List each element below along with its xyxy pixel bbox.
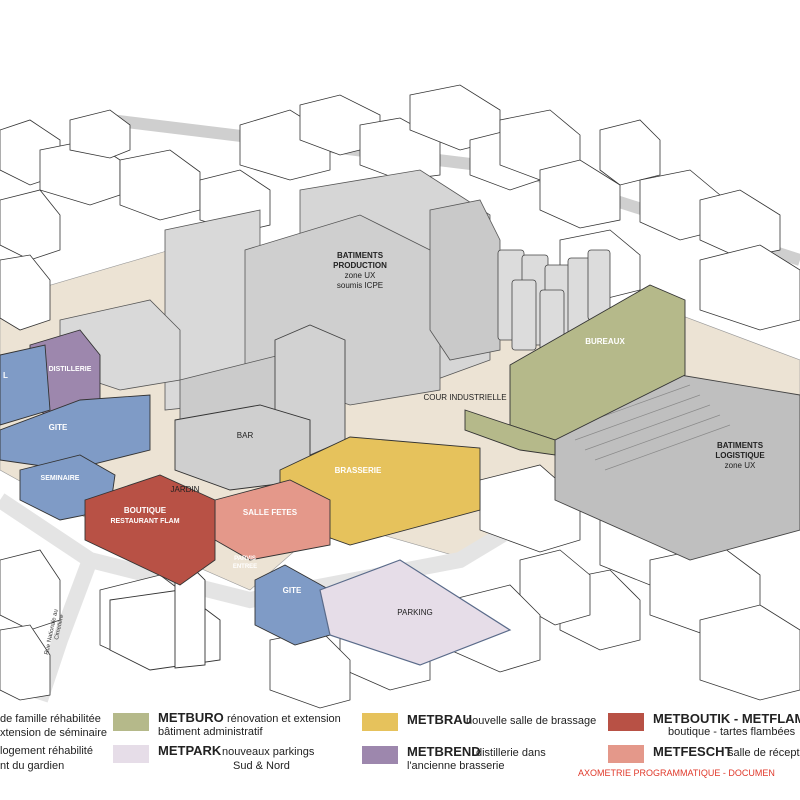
legend-desc-metpark-1: nouveaux parkings [222, 746, 315, 758]
legend-gite-desc-2: xtension de séminaire [0, 727, 108, 739]
label-boutique-1: BOUTIQUE [124, 506, 167, 515]
legend-desc-metburo-2: bâtiment administratif [158, 726, 263, 738]
silos [497, 249, 611, 361]
label-batiments-production-2: PRODUCTION [333, 261, 387, 270]
label-batiments-production-3: zone UX [345, 271, 376, 280]
legend-desc-metpark-2: Sud & Nord [233, 760, 290, 772]
label-bar: BAR [237, 431, 254, 440]
gite-left-building [0, 344, 51, 426]
label-seminaire: SEMINAIRE [41, 475, 80, 482]
church [109, 564, 221, 671]
legend-desc-metburo-1: rénovation et extension [227, 713, 341, 725]
caption: AXOMETRIE PROGRAMMATIQUE - DOCUMEN [578, 768, 775, 778]
legend-gite-desc-1: de famille réhabilitée [0, 713, 101, 725]
legend-desc-metfescht: salle de récept [728, 747, 800, 759]
label-batiments-production-1: BATIMENTS [337, 251, 384, 260]
legend-code-metburo: METBURO [158, 710, 224, 725]
industrial-buildings [59, 169, 501, 471]
label-logistique-3: zone UX [725, 461, 756, 470]
legend: de famille réhabilitée xtension de sémin… [0, 700, 800, 800]
label-bureaux: BUREAUX [585, 337, 625, 346]
gite-building [0, 394, 151, 471]
bureaux-wing [464, 409, 556, 456]
label-parvis-1: PARVIS [234, 556, 256, 562]
legend-desc-metboutik: boutique - tartes flambées [668, 726, 796, 738]
legend-code-metpark: METPARK [158, 743, 222, 758]
legend-desc-metbrend-1: distillerie dans [476, 747, 546, 759]
label-boutique-2: RESTAURANT FLAM [110, 518, 179, 525]
label-parking: PARKING [397, 608, 432, 617]
legend-desc-metbrend-2: l'ancienne brasserie [407, 760, 505, 772]
legend-swatch-metfescht [608, 745, 644, 763]
legend-code-metbrau: METBRAU [407, 712, 472, 727]
label-parvis-2: ENTREE [233, 564, 257, 570]
label-logistique-2: LOGISTIQUE [715, 451, 765, 460]
street-label-2: Cimetière [54, 613, 65, 640]
legend-swatch-metboutik [608, 713, 644, 731]
label-jardin: JARDIN [171, 485, 200, 494]
label-gite: GITE [49, 423, 68, 432]
label-batiments-production-4: soumis ICPE [337, 281, 383, 290]
legend-logement-desc-1: logement réhabilité [0, 745, 93, 757]
gite-bottom-building [254, 564, 331, 646]
legend-swatch-metpark [113, 745, 149, 763]
legend-code-metfescht: METFESCHT [653, 744, 733, 759]
label-brasserie: BRASSERIE [335, 466, 382, 475]
legend-code-metbrend: METBREND [407, 744, 481, 759]
label-gite-bottom: GITE [283, 586, 302, 595]
legend-swatch-metbrend [362, 746, 398, 764]
label-cour-industrielle: COUR INDUSTRIELLE [423, 393, 506, 402]
legend-code-metboutik: METBOUTIK - METFLAMS [653, 711, 800, 726]
label-salle-fetes: SALLE FETES [243, 508, 298, 517]
road-south [0, 493, 565, 609]
legend-desc-metbrau: nouvelle salle de brassage [466, 715, 597, 727]
legend-swatch-metbrau [362, 713, 398, 731]
label-gite-left-partial: L [3, 371, 8, 380]
legend-swatch-metburo [113, 713, 149, 731]
label-logistique-1: BATIMENTS [717, 441, 764, 450]
legend-logement-desc-2: nt du gardien [0, 760, 65, 772]
label-distillerie: DISTILLERIE [49, 366, 92, 373]
parking-area [319, 559, 512, 666]
boutique-building [84, 474, 216, 586]
